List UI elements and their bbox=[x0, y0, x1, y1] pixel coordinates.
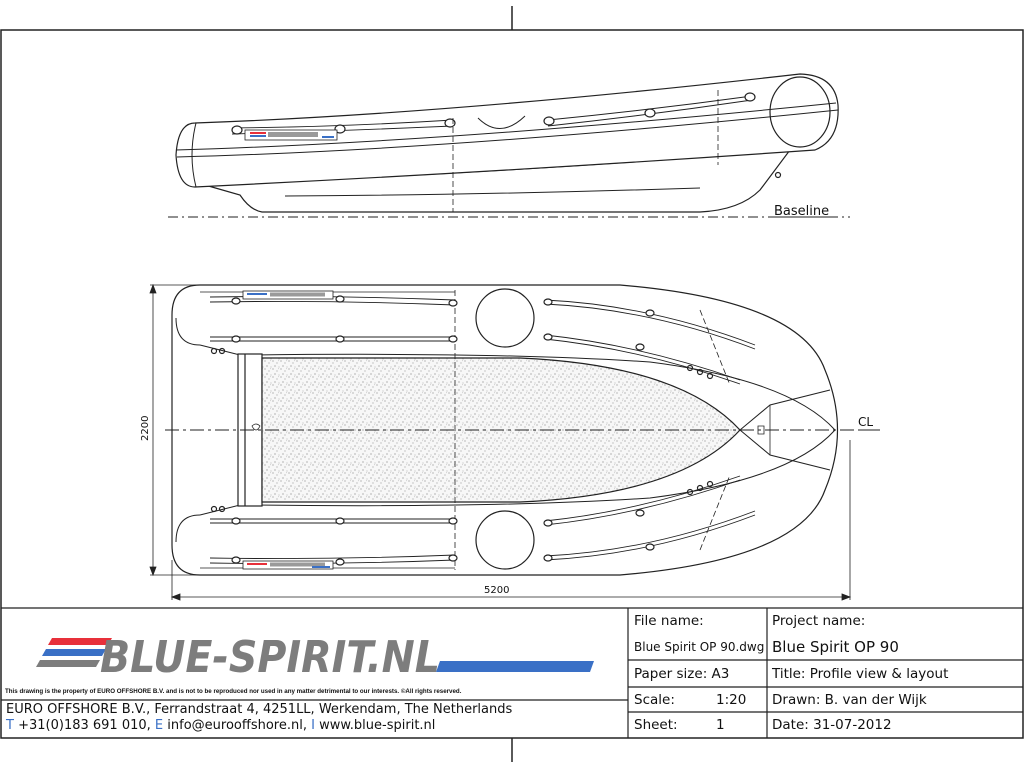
drawing-date: Date: 31-07-2012 bbox=[772, 717, 892, 733]
project-name-value: Blue Spirit OP 90 bbox=[772, 638, 899, 656]
width-dimension bbox=[149, 283, 200, 577]
blue-spirit-logo: BLUE-SPIRIT.NL bbox=[36, 632, 594, 683]
centerline: CL bbox=[165, 415, 880, 431]
phone-letter: T bbox=[6, 718, 14, 733]
sheet-label: Sheet: bbox=[634, 717, 678, 733]
scale-value: 1:20 bbox=[716, 692, 747, 708]
baseline: Baseline bbox=[168, 204, 850, 219]
drawing-frame bbox=[0, 6, 1024, 762]
title-block bbox=[1, 607, 1023, 738]
sheet-value: 1 bbox=[716, 717, 725, 733]
scale-label: Scale: bbox=[634, 692, 675, 708]
project-name-label: Project name: bbox=[772, 613, 866, 629]
length-dimension bbox=[170, 440, 852, 601]
paper-size: Paper size: A3 bbox=[634, 666, 730, 682]
web-letter: I bbox=[311, 718, 315, 733]
centerline-label: CL bbox=[858, 415, 873, 429]
length-dimension-label: 5200 bbox=[484, 585, 509, 596]
company-contact: T +31(0)183 691 010, E info@eurooffshore… bbox=[6, 718, 435, 733]
phone-number: +31(0)183 691 010, bbox=[18, 718, 151, 733]
web-address: www.blue-spirit.nl bbox=[319, 718, 436, 733]
drawing-title: Title: Profile view & layout bbox=[772, 666, 949, 682]
file-name-label: File name: bbox=[634, 613, 704, 629]
disclaimer-text: This drawing is the property of EURO OFF… bbox=[5, 688, 462, 695]
baseline-label: Baseline bbox=[774, 204, 829, 219]
email-letter: E bbox=[154, 718, 164, 733]
drawn-by: Drawn: B. van der Wijk bbox=[772, 692, 927, 708]
logo-text: BLUE-SPIRIT.NL bbox=[100, 632, 440, 683]
email-address: info@eurooffshore.nl, bbox=[167, 718, 307, 733]
profile-view bbox=[175, 73, 839, 213]
file-name-value: Blue Spirit OP 90.dwg bbox=[634, 640, 765, 654]
company-address: EURO OFFSHORE B.V., Ferrandstraat 4, 425… bbox=[6, 702, 513, 717]
width-dimension-label: 2200 bbox=[140, 416, 151, 441]
